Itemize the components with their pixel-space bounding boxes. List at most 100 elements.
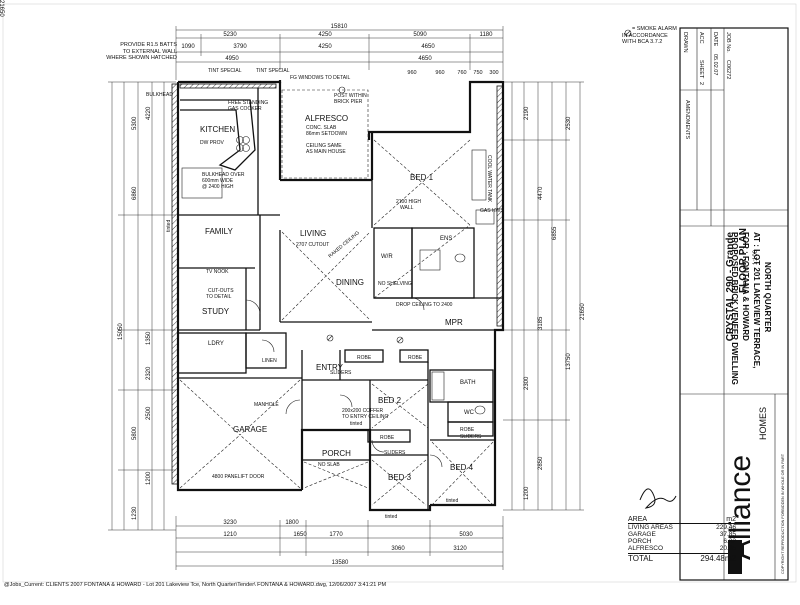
area-unit: m2: [726, 516, 736, 523]
note-setdown: 86mm SETDOWN: [306, 131, 347, 137]
note-ceiling-same: CEILING SAME: [306, 143, 342, 149]
smoke-alarm-icon: [396, 336, 404, 344]
external-walls: [171, 80, 505, 512]
tb-at2: NORTH QUARTER: [763, 262, 772, 332]
note-cool-water: COOL WATER TANK: [486, 155, 492, 203]
note-high-wall: 2100 HIGH: [396, 199, 421, 205]
note-no-shelving: NO SHELVING: [378, 281, 412, 287]
dim-left: 6860: [132, 186, 138, 200]
dim-top: 300: [489, 70, 498, 76]
dim-total-width: 15810: [331, 24, 348, 30]
dim-bottom: 3230: [223, 520, 237, 526]
note-wall: WALL: [400, 205, 414, 211]
note-sliders: SLIDERS: [330, 370, 352, 376]
dim-bottom: 1800: [285, 520, 299, 526]
note-free-standing: FREE STANDING: [228, 100, 268, 106]
dim-left: 1230: [132, 506, 138, 520]
note-cutout: 2707 CUTOUT: [296, 242, 329, 248]
dim-top: 4250: [318, 44, 332, 50]
dim-bottom: 1210: [223, 532, 237, 538]
dim-bottom: 13580: [332, 560, 349, 566]
dim-left: 5800: [132, 426, 138, 440]
room-dining: DINING: [336, 278, 364, 287]
note-tint-special: TINT SPECIAL: [256, 68, 290, 74]
dim-left: 21650: [0, 0, 4, 17]
cooktop-burner: [236, 136, 244, 144]
dim-left: 4220: [146, 106, 152, 120]
dim-top: 1180: [480, 32, 494, 38]
note-bulkhead-over: BULKHEAD OVER: [202, 172, 245, 178]
raked-ceiling-lines: [281, 139, 494, 506]
note-cut-outs: CUT-OUTS: [208, 288, 234, 294]
area-row-value: 37.85: [719, 531, 736, 538]
dim-right: 4470: [538, 186, 544, 200]
dim-top: 960: [407, 70, 416, 76]
dim-left: 2320: [146, 366, 152, 380]
dim-top: 760: [457, 70, 466, 76]
note-conc-slab: CONC. SLAB: [306, 125, 337, 131]
cooktop-burner: [242, 136, 250, 144]
dim-left: 1350: [146, 331, 152, 345]
tb-for: FOR : FONTANA & HOWARD: [741, 232, 750, 341]
dim-top: 4250: [318, 32, 332, 38]
area-row-value: 6.32: [723, 538, 736, 545]
dim-bottom: 3060: [391, 546, 405, 552]
note-robe: ROBE: [357, 355, 372, 361]
company-sub: HOMES: [758, 407, 768, 440]
note-line: = SMOKE ALARM: [632, 26, 677, 32]
note-tinted: tinted: [166, 220, 172, 232]
note-2400-high: @ 2400 HIGH: [202, 184, 234, 190]
note-line: IN ACCORDANCE: [622, 32, 668, 39]
room-wir: W/R: [381, 254, 393, 260]
area-row-value: 20.85: [719, 545, 736, 552]
area-row-name: ALFRESCO: [628, 545, 664, 552]
dim-top: 4650: [418, 56, 432, 62]
tb-scale: 1:100: [753, 249, 759, 265]
room-alfresco: ALFRESCO: [305, 114, 348, 123]
room-laundry: LDRY: [208, 341, 224, 347]
bottom-dimensions: 3230 1800 1210 1650 1770 3060 3120 13580…: [175, 516, 504, 570]
note-to-entry-ceiling: TO ENTRY CEILING: [342, 414, 389, 420]
note-as-main-house: AS MAIN HOUSE: [306, 149, 346, 155]
note-panelift: 4800 PANELIFT DOOR: [212, 474, 265, 480]
room-bath: BATH: [460, 380, 476, 386]
note-linen: LINEN: [262, 358, 277, 364]
room-bed2: BED 2: [378, 396, 402, 405]
note-gas-hws: GAS HWS: [480, 208, 504, 214]
wet-area-fixtures: [419, 149, 495, 415]
area-total-value: 294.48m2: [700, 554, 736, 563]
area-row: ALFRESCO 20.85: [628, 545, 736, 552]
dim-left: 15050: [118, 323, 124, 340]
note-brick-pier: BRICK PIER: [334, 99, 363, 105]
dim-left: 1200: [146, 471, 152, 485]
note-sliders: SLIDERS: [384, 450, 406, 456]
dim-right: 6855: [552, 226, 558, 240]
dim-left: 2500: [146, 406, 152, 420]
area-row-name: GARAGE: [628, 531, 656, 538]
page-border: [2, 3, 797, 583]
note-robe: ROBE: [408, 355, 423, 361]
room-study: STUDY: [202, 307, 230, 316]
dim-right: 3185: [538, 316, 544, 330]
note-line: WHERE SHOWN HATCHED: [106, 55, 177, 61]
dim-top: 750: [473, 70, 482, 76]
tb-project: PROPOSED BRICK VENEER DWELLING: [730, 232, 739, 385]
dim-right: 2530: [566, 116, 572, 130]
kitchen-bench: [180, 99, 256, 199]
tb-rev-value: 05.02.07: [712, 54, 718, 75]
alfresco-slab: [281, 89, 369, 179]
dim-top: 4650: [421, 44, 435, 50]
note-600-wide: 600mm WIDE: [202, 178, 234, 184]
left-dimensions: [108, 81, 176, 531]
dim-right: 2300: [524, 376, 530, 390]
dim-bottom: 1650: [293, 532, 307, 538]
dim-right: 13750: [566, 353, 572, 370]
note-manhole: MANHOLE: [254, 402, 279, 408]
smoke-alarm-legend: = SMOKE ALARM IN ACCORDANCE WITH BCA 3.7…: [622, 26, 677, 46]
tb-rev-value: 2: [698, 82, 704, 85]
dim-right: 2190: [524, 106, 530, 120]
note-tv-nook: TV NOOK: [206, 269, 229, 275]
brick-pier: [338, 86, 346, 94]
note-bulkhead: BULKHEAD: [146, 92, 173, 98]
